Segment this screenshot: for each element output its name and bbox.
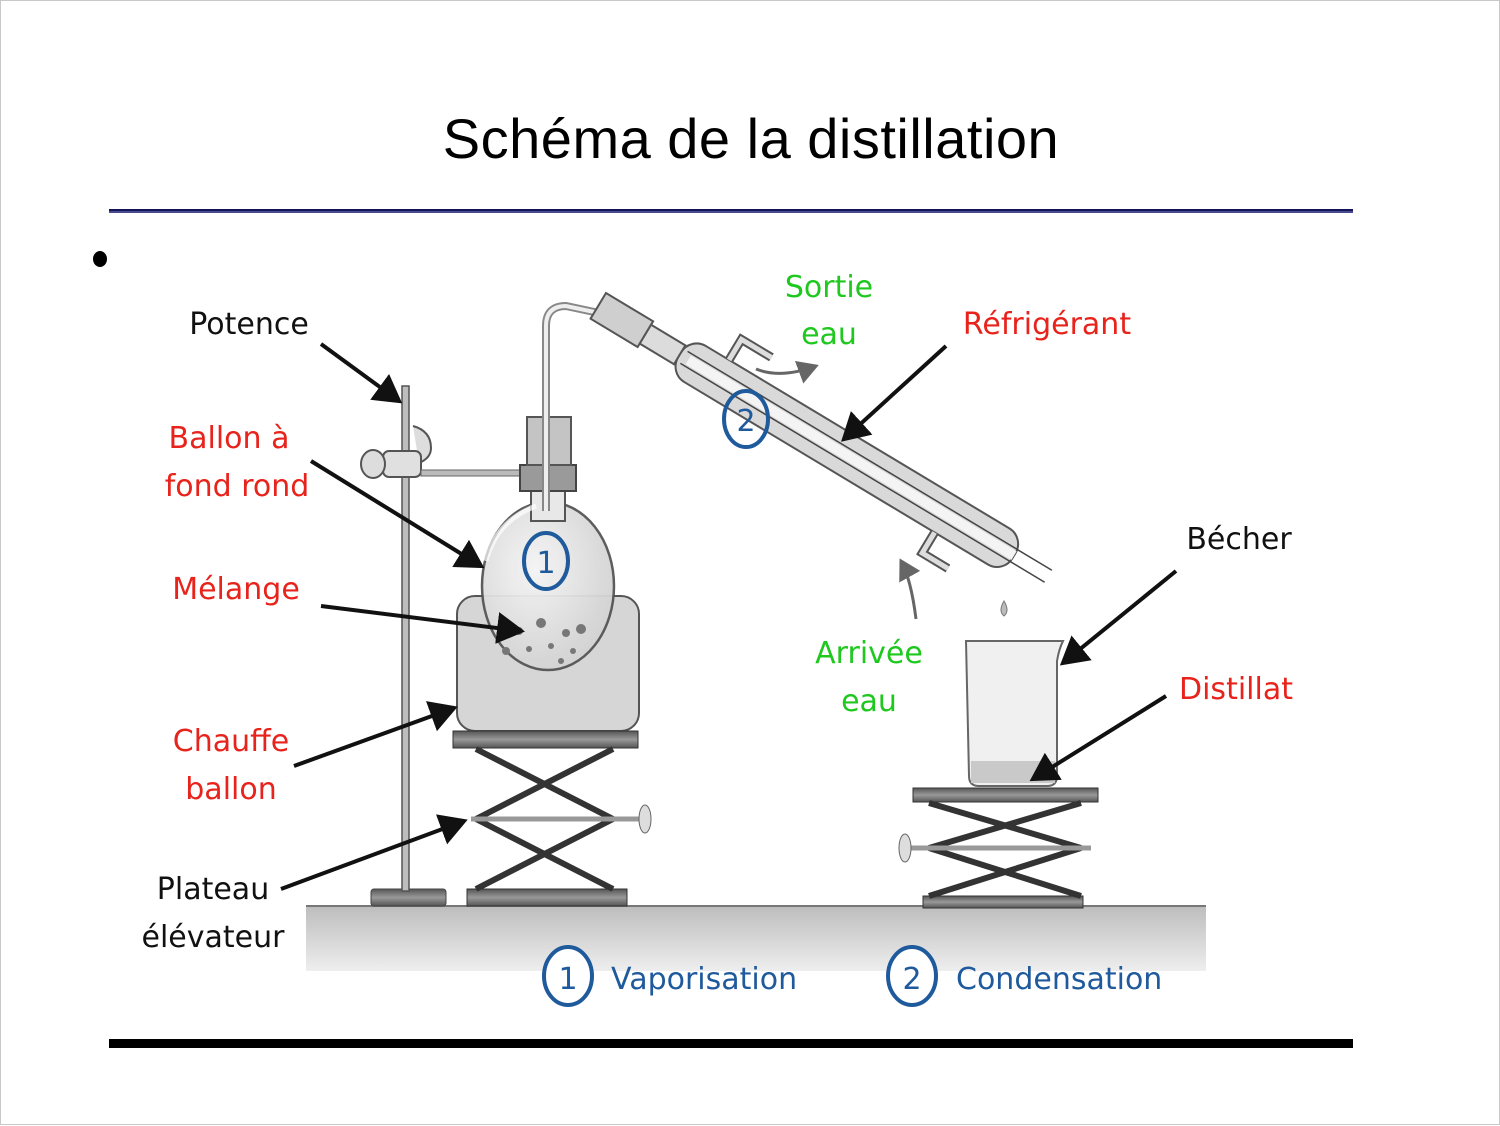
svg-text:1: 1 [536, 546, 555, 581]
label-becher: Bécher [1186, 522, 1292, 557]
label-melange: Mélange [172, 572, 300, 607]
arrow-ballon [309, 459, 485, 569]
arrow-melange [320, 604, 525, 644]
label-ballon-line2: fond rond [165, 469, 310, 504]
legend-item-vaporisation: 1 Vaporisation [542, 945, 797, 1007]
label-chauffe-line1: Chauffe [173, 724, 289, 759]
arrow-chauffe [293, 701, 458, 768]
legend-item-condensation: 2 Condensation [886, 945, 1162, 1007]
svg-text:Condensation: Condensation [956, 962, 1162, 997]
beaker [964, 640, 1065, 787]
arrow-becher [1059, 569, 1178, 666]
svg-text:2: 2 [736, 404, 755, 439]
label-refrigerant: Réfrigérant [963, 307, 1131, 342]
arrow-potence [319, 342, 403, 404]
label-ballon-line1: Ballon à [169, 421, 290, 456]
label-distillat: Distillat [1179, 672, 1293, 707]
lab-jack-left [452, 730, 652, 907]
bullet-point [93, 251, 107, 267]
water-out-arrow [755, 361, 819, 384]
arrow-refrigerant [841, 344, 948, 442]
retort-stand [360, 385, 522, 907]
label-arrivee-line1: Arrivée [815, 636, 923, 671]
label-chauffe-line2: ballon [185, 772, 276, 807]
title-rule [109, 209, 1353, 213]
label-sortie-line2: eau [801, 317, 857, 352]
vapor-tube [542, 301, 600, 511]
label-arrivee-line2: eau [841, 684, 897, 719]
lab-bench [306, 905, 1206, 971]
slide-title: Schéma de la distillation [442, 107, 1060, 170]
arrow-distillat [1029, 694, 1168, 782]
water-in-arrow [899, 558, 921, 620]
bottom-rule [109, 1039, 1353, 1048]
label-potence: Potence [189, 307, 309, 342]
svg-text:2: 2 [902, 962, 921, 997]
svg-text:Vaporisation: Vaporisation [611, 962, 797, 997]
svg-text:1: 1 [558, 962, 577, 997]
callout-arrows [280, 342, 1178, 891]
label-plateau-line1: Plateau [157, 872, 269, 907]
step-marker-1: 1 [522, 531, 570, 591]
label-plateau-line2: élévateur [142, 920, 286, 955]
arrow-plateau [280, 814, 468, 891]
lab-jack-right [898, 787, 1099, 909]
step-marker-2: 2 [722, 389, 770, 449]
label-sortie-line1: Sortie [785, 270, 873, 305]
